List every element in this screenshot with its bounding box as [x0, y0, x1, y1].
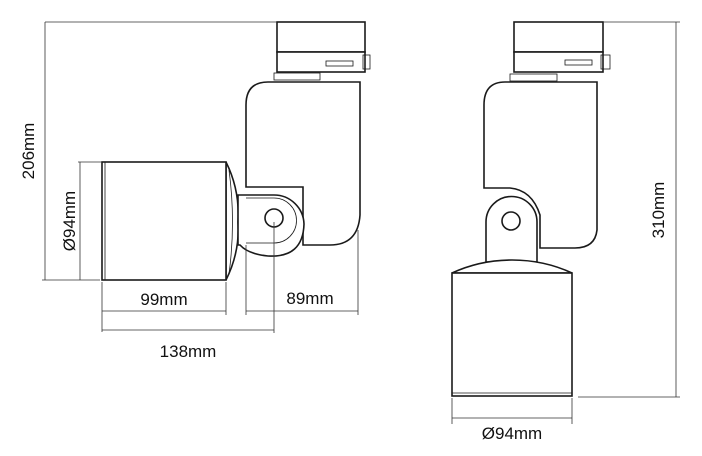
lamp-cone — [451, 259, 573, 274]
mounting-arm — [245, 81, 361, 246]
mounting-arm — [483, 81, 598, 249]
height-label: 310mm — [649, 182, 668, 239]
front-dimensions — [451, 21, 680, 424]
adapter-latch — [600, 54, 611, 70]
side-dimensions — [42, 21, 359, 333]
knuckle-inner — [246, 197, 297, 244]
arm-depth-label: 89mm — [286, 289, 333, 308]
adapter-slot — [325, 60, 354, 67]
cone-ring — [228, 169, 233, 275]
body-length-label: 99mm — [140, 290, 187, 309]
adapter-stem — [509, 73, 558, 82]
diameter-label: Ø94mm — [482, 424, 542, 443]
adapter-slot — [564, 59, 593, 66]
lamp-body — [451, 272, 573, 397]
adapter-stem — [273, 72, 321, 81]
diameter-label: Ø94mm — [60, 191, 79, 251]
track-adapter — [513, 21, 604, 53]
adapter-latch — [362, 54, 371, 70]
side-view-fixture: 206mm Ø94mm 99mm 89mm 138mm — [19, 21, 371, 361]
lamp-body — [101, 161, 227, 281]
track-adapter — [276, 21, 366, 53]
track-adapter-base — [276, 51, 366, 73]
front-view-fixture: 310mm Ø94mm — [451, 21, 680, 443]
total-length-label: 138mm — [160, 342, 217, 361]
pivot-screw — [501, 211, 521, 231]
track-adapter-base — [513, 51, 604, 73]
height-label: 206mm — [19, 123, 38, 180]
